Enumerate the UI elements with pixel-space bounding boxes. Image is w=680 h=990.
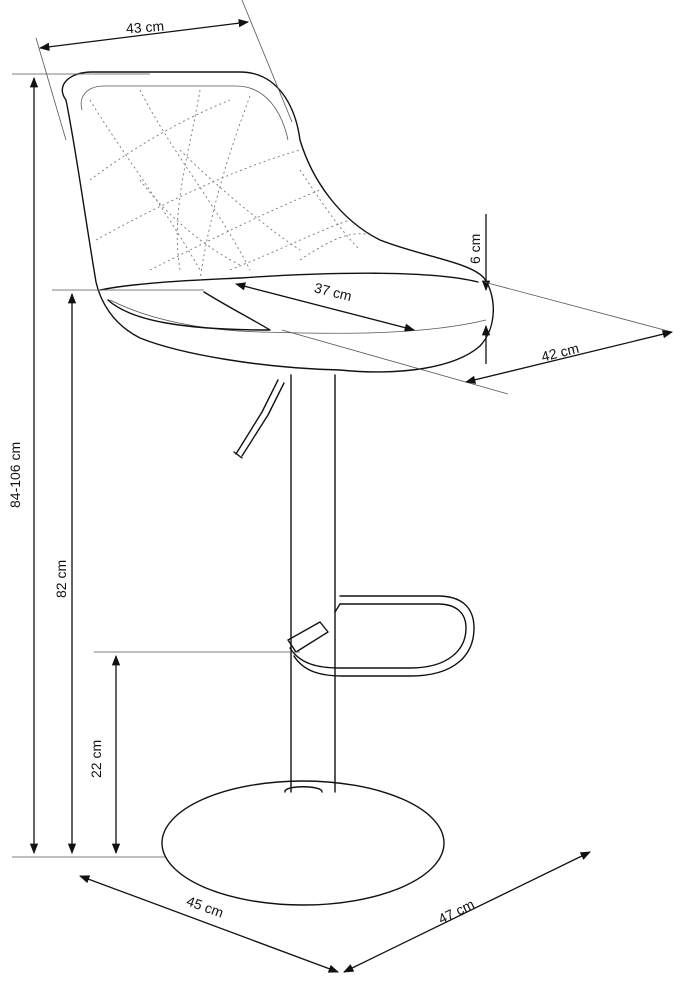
dimension-lines [12, 0, 674, 973]
height-lever [233, 379, 285, 459]
dim-line-43 [38, 19, 250, 51]
base-cone [284, 786, 323, 793]
base-plate [161, 780, 445, 906]
label-base-depth: 47 cm [436, 896, 477, 927]
gas-column [290, 374, 336, 793]
footrest-ring [287, 595, 475, 677]
dim-line-seat-depth [234, 282, 416, 332]
dim-line-base-width [79, 875, 339, 973]
label-footrest-height: 22 cm [88, 740, 104, 778]
label-seat-width: 42 cm [540, 340, 581, 365]
seat-shell [61, 71, 494, 373]
label-seat-width-top: 43 cm [125, 18, 164, 37]
stool-illustration [61, 71, 494, 906]
dim-line-base-depth [343, 851, 591, 973]
label-total-height: 84-106 cm [7, 442, 23, 508]
label-backrest-offset: 6 cm [467, 234, 483, 264]
label-seat-height: 82 cm [53, 560, 69, 598]
label-seat-depth: 37 cm [313, 279, 354, 304]
dim-line-seat-width [464, 330, 674, 384]
dimension-labels: 43 cm 84-106 cm 82 cm 22 cm 37 cm 6 cm 4… [7, 18, 581, 927]
